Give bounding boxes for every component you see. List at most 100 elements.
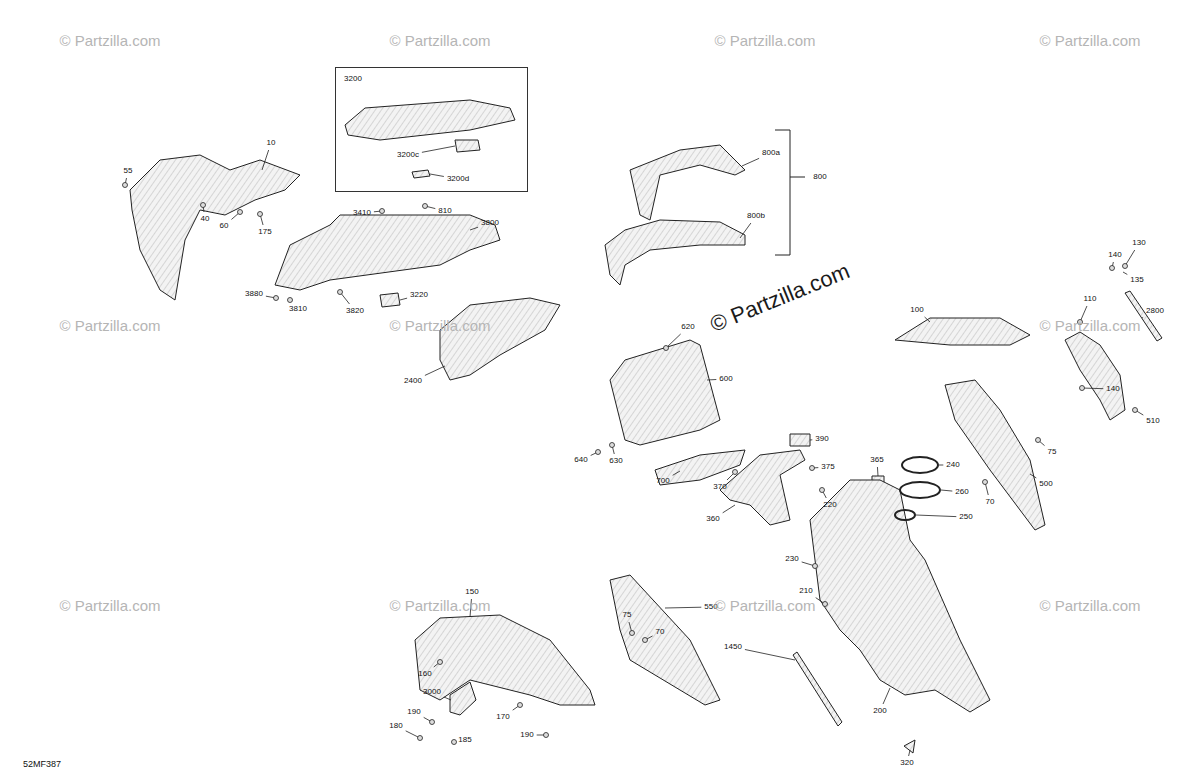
fastener xyxy=(1036,438,1041,443)
part-outline xyxy=(1125,291,1162,341)
fastener xyxy=(813,564,818,569)
part-outline xyxy=(130,155,300,300)
callout-number: 700 xyxy=(656,477,669,485)
callout-number: 230 xyxy=(785,555,798,563)
watermark: © Partzilla.com xyxy=(707,260,853,336)
watermark: © Partzilla.com xyxy=(1039,598,1140,613)
leader-line xyxy=(941,490,952,491)
leader-line xyxy=(666,334,681,348)
callout-number: 800b xyxy=(747,212,765,220)
fastener xyxy=(664,346,669,351)
callout-number: 260 xyxy=(955,488,968,496)
callout-number: 70 xyxy=(656,628,665,636)
callout-number: 500 xyxy=(1039,480,1052,488)
callout-number: 375 xyxy=(821,463,834,471)
callout-number: 150 xyxy=(465,588,478,596)
callout-number: 3200d xyxy=(447,175,469,183)
callout-number: 40 xyxy=(201,215,210,223)
fastener xyxy=(430,720,435,725)
callout-number: 140 xyxy=(1106,385,1119,393)
part-outline xyxy=(440,298,560,380)
leader-line xyxy=(707,379,716,380)
part-outline xyxy=(610,340,720,445)
leader-line xyxy=(422,146,455,152)
part-outline xyxy=(1065,332,1125,420)
leader-line xyxy=(470,227,478,230)
fastener xyxy=(596,450,601,455)
fastener xyxy=(418,736,423,741)
leader-line xyxy=(1142,317,1143,319)
leader-line xyxy=(425,366,445,375)
leader-line xyxy=(877,467,879,476)
callout-number: 190 xyxy=(407,708,420,716)
callout-number: 365 xyxy=(870,456,883,464)
watermark: © Partzilla.com xyxy=(389,598,490,613)
callout-number: 3410 xyxy=(353,209,371,217)
leader-line xyxy=(400,298,407,300)
part-outline xyxy=(415,615,595,705)
callout-number: 2400 xyxy=(404,377,422,385)
fastener xyxy=(810,466,815,471)
leader-line xyxy=(916,515,956,517)
fastener xyxy=(823,602,828,607)
part-outline xyxy=(610,575,720,705)
callout-number: 800a xyxy=(762,149,780,157)
callout-number: 60 xyxy=(220,222,229,230)
callout-number: 2800 xyxy=(1146,307,1164,315)
part-outline xyxy=(630,145,745,220)
part-outline xyxy=(790,434,810,446)
part-outline xyxy=(275,215,500,290)
callout-number: 3820 xyxy=(346,307,364,315)
callout-number: 3200 xyxy=(344,75,362,83)
callout-number: 100 xyxy=(910,306,923,314)
callout-number: 10 xyxy=(267,139,276,147)
callout-number: 3200c xyxy=(397,151,419,159)
callout-number: 200 xyxy=(873,707,886,715)
part-outline xyxy=(793,652,842,726)
part-outline xyxy=(380,293,400,307)
leader-line xyxy=(745,649,795,660)
leader-line xyxy=(909,750,910,756)
callout-number: 320 xyxy=(900,759,913,767)
callout-number: 3000 xyxy=(423,688,441,696)
leader-line xyxy=(444,697,451,700)
fastener xyxy=(258,212,263,217)
callout-number: 3800 xyxy=(481,219,499,227)
fastener xyxy=(288,298,293,303)
part-outline xyxy=(605,220,745,285)
callout-number: 170 xyxy=(496,713,509,721)
part-outline xyxy=(895,318,1030,345)
leader-line xyxy=(1082,388,1103,390)
fastener xyxy=(630,631,635,636)
leader-line xyxy=(673,471,680,475)
fastener xyxy=(201,203,206,208)
callout-number: 3810 xyxy=(289,305,307,313)
watermark: © Partzilla.com xyxy=(59,318,160,333)
watermark: © Partzilla.com xyxy=(714,33,815,48)
fastener xyxy=(380,209,385,214)
leader-line xyxy=(740,223,751,238)
callout-number: 180 xyxy=(389,722,402,730)
leader-line xyxy=(262,150,269,170)
watermark: © Partzilla.com xyxy=(1039,318,1140,333)
fastener xyxy=(338,290,343,295)
watermark: © Partzilla.com xyxy=(59,598,160,613)
ring-part xyxy=(895,510,915,520)
callout-number: 810 xyxy=(438,207,451,215)
callout-number: 135 xyxy=(1130,276,1143,284)
callout-number: 370 xyxy=(713,483,726,491)
fastener xyxy=(518,703,523,708)
callout-number: 160 xyxy=(418,670,431,678)
fastener xyxy=(544,733,549,738)
part-outline xyxy=(720,450,805,525)
callout-number: 220 xyxy=(823,501,836,509)
callout-number: 630 xyxy=(609,457,622,465)
leader-line xyxy=(665,607,701,609)
part-outline xyxy=(345,100,515,140)
fastener xyxy=(983,480,988,485)
watermark: © Partzilla.com xyxy=(1039,33,1140,48)
ring-part xyxy=(902,457,938,473)
leader-line xyxy=(810,439,812,440)
callout-number: 600 xyxy=(719,375,732,383)
